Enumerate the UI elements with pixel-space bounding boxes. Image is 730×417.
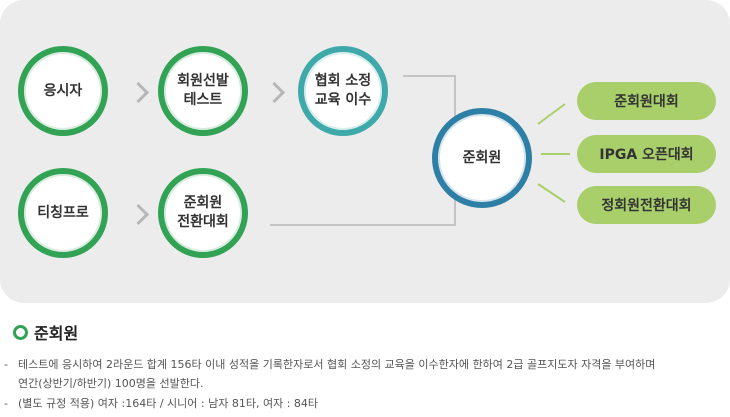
node-selection-test: 회원선발 테스트 bbox=[158, 46, 248, 136]
outcome-associate-tournament: 준회원대회 bbox=[577, 82, 716, 120]
description-line: -(별도 규정 적용) 여자 :164타 / 시니어 : 남자 81타, 여자 … bbox=[4, 396, 318, 412]
node-associate: 준회원 bbox=[432, 108, 532, 208]
description-text: 테스트에 응시하여 2라운드 합계 156타 이내 성적을 기록한자로서 협회 … bbox=[18, 358, 656, 371]
node-education-label: 협회 소정 교육 이수 bbox=[314, 73, 372, 108]
node-selection-test-label: 회원선발 테스트 bbox=[177, 73, 229, 108]
section-title: 준회원 bbox=[13, 320, 78, 344]
outcome-label: 정회원전환대회 bbox=[601, 198, 692, 214]
outcome-ipga-open: IPGA 오픈대회 bbox=[577, 135, 716, 173]
dash-bullet: - bbox=[4, 358, 8, 371]
node-conversion-label: 준회원 전환대회 bbox=[177, 195, 229, 230]
node-applicant-label: 응시자 bbox=[43, 82, 83, 99]
connector-lines bbox=[270, 75, 570, 226]
description-text: (별도 규정 적용) 여자 :164타 / 시니어 : 남자 81타, 여자 :… bbox=[18, 397, 319, 410]
connector-conversion bbox=[270, 190, 456, 226]
connector-outcome-1 bbox=[537, 103, 566, 125]
outcome-label: 준회원대회 bbox=[614, 94, 679, 110]
connector-education bbox=[403, 75, 456, 118]
description-text: 연간(상반기/하반기) 100명을 선발한다. bbox=[18, 377, 204, 390]
node-conversion: 준회원 전환대회 bbox=[158, 168, 248, 258]
node-teaching-pro: 티칭프로 bbox=[18, 168, 108, 258]
outcome-full-member-conversion: 정회원전환대회 bbox=[577, 186, 716, 224]
node-applicant: 응시자 bbox=[18, 46, 108, 136]
node-teaching-pro-label: 티칭프로 bbox=[37, 204, 89, 221]
circle-bullet-icon bbox=[13, 324, 28, 340]
connector-outcome-3 bbox=[537, 183, 566, 203]
section-title-text: 준회원 bbox=[34, 324, 79, 343]
node-associate-label: 준회원 bbox=[462, 149, 502, 166]
dash-bullet: - bbox=[4, 397, 8, 410]
outcome-label: IPGA 오픈대회 bbox=[599, 147, 694, 163]
description-line: 연간(상반기/하반기) 100명을 선발한다. bbox=[18, 376, 203, 392]
description-line: -테스트에 응시하여 2라운드 합계 156타 이내 성적을 기록한자로서 협회… bbox=[4, 357, 655, 373]
node-education: 협회 소정 교육 이수 bbox=[298, 46, 388, 136]
